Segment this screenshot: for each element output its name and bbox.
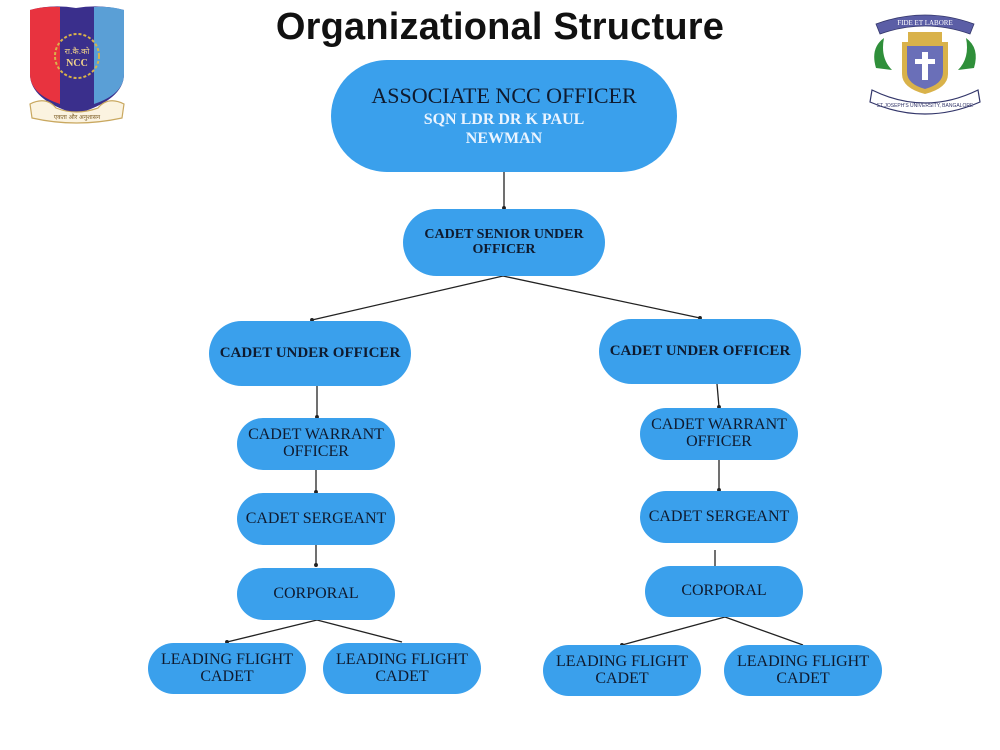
node-left-cadet-sergeant: CADET SERGEANT	[237, 493, 395, 545]
node-label: CADET UNDER OFFICER	[609, 342, 791, 359]
node-label: CORPORAL	[273, 584, 359, 602]
node-label: ASSOCIATE NCC OFFICER	[371, 83, 637, 109]
node-left-leading-flight-cadet-1: LEADING FLIGHT CADET	[148, 643, 306, 694]
node-label: LEADING FLIGHT CADET	[161, 650, 293, 685]
officer-name: SQN LDR DR K PAUL NEWMAN	[423, 111, 585, 147]
node-label: CADET UNDER OFFICER	[219, 344, 401, 361]
node-right-corporal: CORPORAL	[645, 566, 803, 617]
node-cadet-senior-under-officer: CADET SENIOR UNDER OFFICER	[403, 209, 605, 276]
node-left-corporal: CORPORAL	[237, 568, 395, 620]
node-label: LEADING FLIGHT CADET	[737, 652, 869, 687]
edge-csuo-left-cuo	[310, 275, 504, 322]
svg-text:FIDE ET LABORE: FIDE ET LABORE	[897, 19, 952, 27]
node-left-cadet-warrant-officer: CADET WARRANT OFFICER	[237, 418, 395, 470]
node-label: LEADING FLIGHT CADET	[556, 652, 688, 687]
edge-right-cpl-lfc2	[724, 616, 804, 646]
edge-left-cpl-lfc2	[316, 619, 403, 643]
svg-text:एकता और अनुशासन: एकता और अनुशासन	[54, 113, 101, 121]
edge-left-cpl-lfc1	[225, 619, 318, 644]
node-label: CADET SENIOR UNDER OFFICER	[424, 226, 584, 257]
node-label: CADET WARRANT OFFICER	[248, 426, 384, 460]
node-right-cadet-warrant-officer: CADET WARRANT OFFICER	[640, 408, 798, 460]
page-title: Organizational Structure	[275, 6, 725, 48]
node-associate-ncc-officer: ASSOCIATE NCC OFFICER SQN LDR DR K PAUL …	[331, 60, 677, 172]
node-right-cadet-under-officer: CADET UNDER OFFICER	[599, 319, 801, 384]
node-right-leading-flight-cadet-1: LEADING FLIGHT CADET	[543, 645, 701, 696]
node-label: CADET SERGEANT	[245, 509, 387, 527]
ncc-emblem-logo: रा.कै.को NCC एकता और अनुशासन	[29, 6, 125, 124]
node-label: LEADING FLIGHT CADET	[336, 650, 468, 685]
edge-csuo-right-cuo	[502, 275, 702, 320]
node-label: CORPORAL	[681, 582, 767, 600]
node-left-cadet-under-officer: CADET UNDER OFFICER	[209, 321, 411, 386]
node-label: CADET WARRANT OFFICER	[651, 416, 787, 450]
node-label: CADET SERGEANT	[648, 507, 790, 525]
svg-text:रा.कै.को: रा.कै.को	[65, 46, 91, 56]
node-right-leading-flight-cadet-2: LEADING FLIGHT CADET	[724, 645, 882, 696]
svg-text:ST JOSEPH'S UNIVERSITY, BANGAL: ST JOSEPH'S UNIVERSITY, BANGALORE	[877, 103, 974, 109]
st-josephs-crest-logo: FIDE ET LABORE ST JOSEPH'S UNIVERSITY, B…	[869, 14, 981, 115]
svg-text:NCC: NCC	[66, 58, 88, 69]
node-left-leading-flight-cadet-2: LEADING FLIGHT CADET	[323, 643, 481, 694]
edge-right-cpl-lfc1	[620, 616, 726, 647]
edge-right-cuo-cwo	[716, 383, 721, 409]
node-right-cadet-sergeant: CADET SERGEANT	[640, 491, 798, 543]
